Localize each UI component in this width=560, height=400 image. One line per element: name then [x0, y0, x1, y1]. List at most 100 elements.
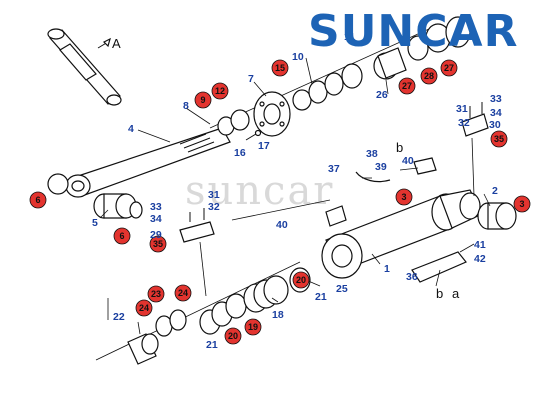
part-number-label: 16	[234, 147, 246, 159]
part-callout-badge: 27	[440, 59, 458, 77]
set-screw	[245, 129, 262, 141]
part-number-label: 33	[150, 201, 162, 213]
reference-letter: b	[436, 286, 443, 301]
label-layer: 1245781011161718212122252629303131323233…	[92, 31, 502, 351]
badge-number: 28	[424, 71, 434, 81]
part-callout-badge: 20	[224, 327, 242, 345]
badge-circle	[113, 227, 131, 245]
part-number-label: 22	[113, 311, 125, 323]
badge-circle	[194, 91, 212, 109]
badge-circle	[224, 327, 242, 345]
part-number-label: 34	[150, 213, 162, 225]
part-number-label: 31	[456, 103, 468, 115]
part-number-label: 41	[474, 239, 486, 251]
badge-number: 27	[402, 81, 412, 91]
badge-circle	[174, 284, 192, 302]
part-number-label: 39	[375, 161, 387, 173]
badge-number: 20	[296, 275, 306, 285]
part-number-label: 21	[315, 291, 327, 303]
badge-number: 19	[248, 322, 258, 332]
view-label-a: A	[112, 36, 121, 51]
part-number-label: 18	[272, 309, 284, 321]
badge-circle	[29, 191, 47, 209]
inset-cylinder-view	[47, 28, 122, 106]
badge-circle	[398, 77, 416, 95]
part-number-label: 33	[490, 93, 502, 105]
badge-circle	[395, 188, 413, 206]
piston-rod	[65, 127, 231, 198]
part-number-label: 32	[458, 117, 470, 129]
part-number-label: 7	[248, 73, 254, 85]
part-number-label: 11	[344, 31, 355, 43]
rod-bushing	[47, 173, 143, 219]
badge-number: 20	[228, 331, 238, 341]
badge-circle	[244, 318, 262, 336]
bottom-assembly-axis	[95, 261, 301, 361]
part-number-label: 4	[128, 123, 134, 135]
badge-circle	[420, 67, 438, 85]
reference-letter: b	[396, 140, 403, 155]
tube-bushing	[477, 202, 517, 230]
part-number-label: 25	[336, 283, 348, 295]
reference-letter: a	[452, 286, 460, 301]
badge-circle	[149, 235, 167, 253]
part-number-label: 38	[366, 148, 378, 160]
piston-seal-rings	[217, 16, 471, 136]
badge-circle	[440, 59, 458, 77]
part-number-label: 5	[92, 217, 98, 229]
part-number-label: 2	[492, 185, 498, 197]
part-number-label: 26	[376, 89, 388, 101]
badge-number: 35	[494, 134, 504, 144]
badge-number: 27	[444, 63, 454, 73]
badge-number: 12	[215, 86, 225, 96]
bracket-fittings	[179, 102, 489, 297]
part-callout-badge: 3	[395, 188, 413, 206]
watermark: suncar	[185, 168, 335, 214]
part-callout-badge: 24	[135, 299, 153, 317]
part-number-label: 36	[406, 271, 418, 283]
part-callout-badge: 15	[271, 59, 289, 77]
badge-number: 6	[119, 231, 124, 241]
part-number-label: 29	[150, 229, 162, 241]
part-callout-badge: 27	[398, 77, 416, 95]
part-number-label: 10	[292, 51, 304, 63]
part-callout-badge: 35	[149, 235, 167, 253]
badge-circle	[513, 195, 531, 213]
part-callout-badge: 6	[29, 191, 47, 209]
cylinder-tube	[321, 189, 483, 279]
badge-number: 23	[151, 289, 161, 299]
badge-circle	[147, 285, 165, 303]
top-assembly-axis	[209, 23, 441, 129]
part-callout-badge: 35	[490, 130, 508, 148]
part-callout-badge: 12	[211, 82, 229, 100]
badge-circle	[292, 271, 310, 289]
part-callout-badge: 3	[513, 195, 531, 213]
badge-number: 24	[178, 288, 188, 298]
badge-number: 3	[401, 192, 406, 202]
part-callout-badge: 28	[420, 67, 438, 85]
part-number-label: 34	[490, 107, 502, 119]
part-callout-badge: 20	[292, 271, 310, 289]
part-number-label: 30	[489, 119, 501, 131]
part-number-label: 42	[474, 253, 486, 265]
part-number-label: 17	[258, 140, 270, 152]
badge-number: 15	[275, 63, 285, 73]
badge-number: 24	[139, 303, 149, 313]
cylinder-head-seals	[127, 267, 311, 365]
part-callout-badge: 24	[174, 284, 192, 302]
part-number-label: 40	[276, 219, 288, 231]
part-callout-badge: 6	[113, 227, 131, 245]
part-number-label: 32	[208, 201, 220, 213]
brand-logo: SUNCAR	[308, 6, 519, 57]
badge-circle	[271, 59, 289, 77]
part-number-label: 37	[328, 163, 340, 175]
part-number-label: 8	[183, 100, 189, 112]
part-callout-badge: 19	[244, 318, 262, 336]
part-number-label: 1	[384, 263, 390, 275]
badge-circle	[490, 130, 508, 148]
part-number-label: 31	[208, 189, 220, 201]
badge-number: 6	[35, 195, 40, 205]
